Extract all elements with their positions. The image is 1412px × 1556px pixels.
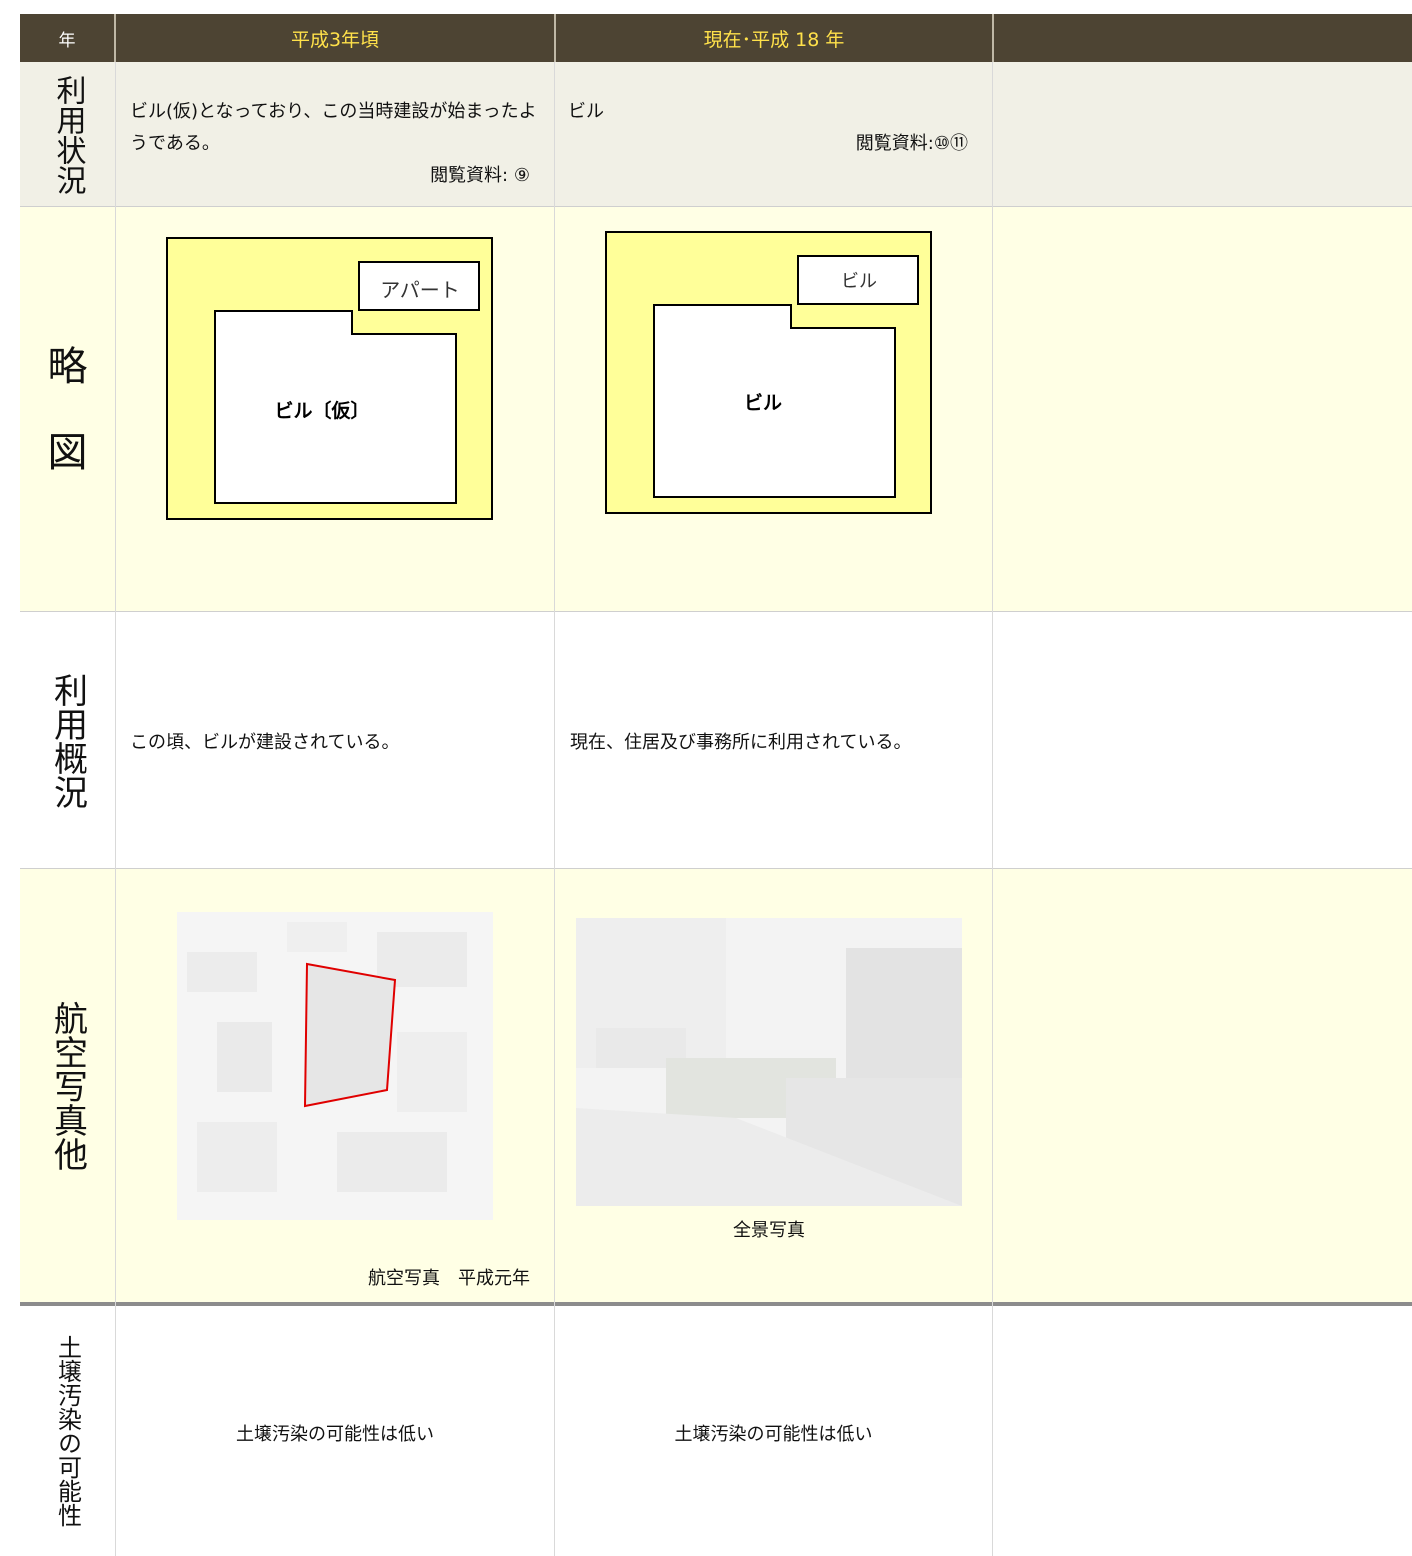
sketch-current: ビル ビル xyxy=(605,231,932,514)
row-label-usage-overview: 利用概況 xyxy=(47,672,88,809)
row-divider xyxy=(20,611,1412,612)
row-soil xyxy=(20,1303,1412,1556)
apartment-building xyxy=(358,261,480,311)
row-label-soil: 土壌汚染の可能性 xyxy=(53,1335,82,1527)
usage-overview-col1-text: この頃、ビルが建設されている。 xyxy=(130,732,400,753)
header-col-current: 現在･平成 18 年 xyxy=(556,14,992,62)
column-divider xyxy=(992,62,993,1556)
panorama-photo-image xyxy=(576,918,962,1206)
header-divider xyxy=(114,14,116,62)
row-label-sketch: 略 図 xyxy=(20,207,115,612)
usage-status-col2-text: ビル xyxy=(568,101,604,122)
small-building-label: ビル xyxy=(841,271,877,292)
soil-col1-text: 土壌汚染の可能性は低い xyxy=(236,1424,434,1445)
usage-status-col1-text: ビル(仮)となっており、この当時建設が始まったようである。 xyxy=(130,101,537,154)
header-divider xyxy=(554,14,556,62)
panorama-photo xyxy=(576,918,962,1206)
header-col-empty xyxy=(994,14,1412,62)
row-label-aerial-photo: 航空写真他 xyxy=(47,1001,88,1171)
sketch-label-1: 略 xyxy=(47,343,88,390)
usage-status-col1-source: 閲覧資料: ⑨ xyxy=(430,165,530,186)
main-building-label: ビル xyxy=(744,392,782,414)
main-building xyxy=(214,310,457,504)
aerial-photo xyxy=(177,912,493,1220)
row-divider-thick xyxy=(20,1302,1412,1306)
panorama-photo-caption: 全景写真 xyxy=(733,1220,805,1241)
row-divider xyxy=(20,206,1412,207)
main-building-label: ビル〔仮〕 xyxy=(274,399,369,422)
row-divider xyxy=(20,868,1412,869)
small-building xyxy=(797,255,919,305)
site-boundary-outline xyxy=(303,962,397,1108)
main-building xyxy=(653,304,896,498)
sketch-heisei3: アパート ビル〔仮〕 xyxy=(166,237,493,520)
usage-overview-col2-text: 現在、住居及び事務所に利用されている。 xyxy=(570,732,912,753)
land-history-table: 年 平成3年頃 現在･平成 18 年 利用状況 ビル(仮)となっており、この当時… xyxy=(20,14,1412,1556)
soil-col2-text: 土壌汚染の可能性は低い xyxy=(674,1424,873,1445)
row-usage-status xyxy=(20,62,1412,207)
apartment-label: アパート xyxy=(380,278,460,302)
aerial-photo-image xyxy=(177,912,493,1220)
header-year-label: 年 xyxy=(20,14,114,62)
aerial-photo-caption: 航空写真 平成元年 xyxy=(368,1268,530,1289)
column-divider xyxy=(115,62,116,1556)
header-col-heisei3: 平成3年頃 xyxy=(116,14,554,62)
row-usage-overview xyxy=(20,612,1412,869)
header-divider xyxy=(992,14,994,62)
usage-status-col2-source: 閲覧資料:⑩⑪ xyxy=(855,133,968,154)
row-label-usage-status: 利用状況 xyxy=(50,74,86,195)
sketch-label-2: 図 xyxy=(47,429,88,476)
column-divider xyxy=(554,62,555,1556)
